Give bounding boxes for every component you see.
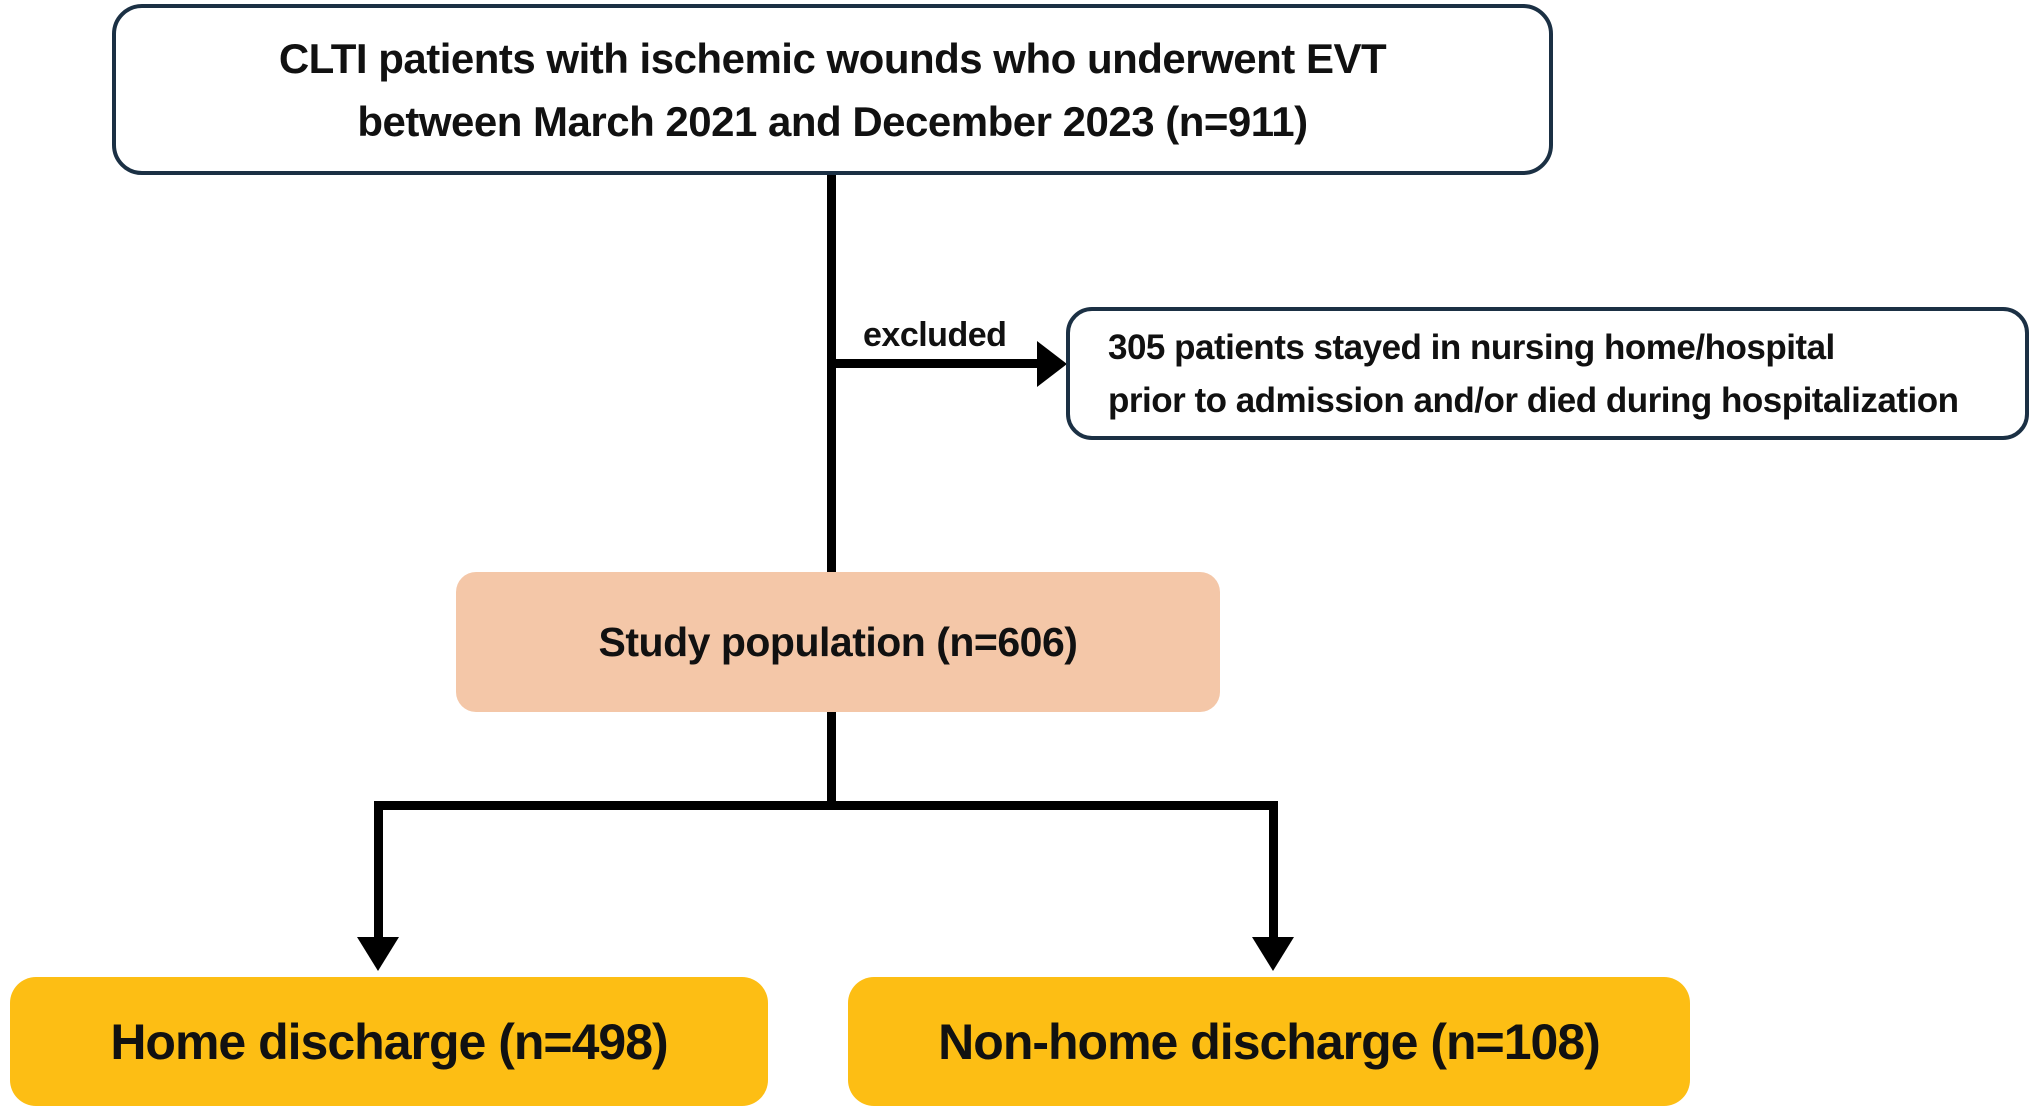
enrollment-box: CLTI patients with ischemic wounds who u… bbox=[112, 4, 1553, 175]
excluded-box: 305 patients stayed in nursing home/hosp… bbox=[1066, 307, 2029, 440]
enrollment-line-2: between March 2021 and December 2023 (n=… bbox=[357, 97, 1308, 145]
connector-branch-left bbox=[374, 801, 383, 941]
connector-study-to-branch bbox=[827, 712, 836, 806]
enrollment-line-1: CLTI patients with ischemic wounds who u… bbox=[278, 34, 1387, 82]
excluded-label: excluded bbox=[863, 316, 1007, 354]
connector-top-to-study bbox=[827, 175, 836, 575]
excluded-line-2: prior to admission and/or died during ho… bbox=[1108, 380, 1959, 420]
arrowhead-down-right-icon bbox=[1252, 937, 1294, 971]
excluded-line-1: 305 patients stayed in nursing home/hosp… bbox=[1108, 327, 1835, 367]
nonhome-discharge-box: Non-home discharge (n=108) bbox=[848, 977, 1690, 1106]
connector-branch-horizontal bbox=[374, 801, 1278, 810]
arrowhead-right-icon bbox=[1037, 341, 1067, 387]
study-population-label: Study population (n=606) bbox=[598, 618, 1078, 665]
nonhome-discharge-label: Non-home discharge (n=108) bbox=[938, 1013, 1601, 1070]
arrowhead-down-left-icon bbox=[357, 937, 399, 971]
home-discharge-box: Home discharge (n=498) bbox=[10, 977, 768, 1106]
study-population-box: Study population (n=606) bbox=[456, 572, 1220, 712]
home-discharge-label: Home discharge (n=498) bbox=[110, 1013, 668, 1070]
connector-excluded bbox=[831, 359, 1037, 368]
connector-branch-right bbox=[1269, 801, 1278, 941]
